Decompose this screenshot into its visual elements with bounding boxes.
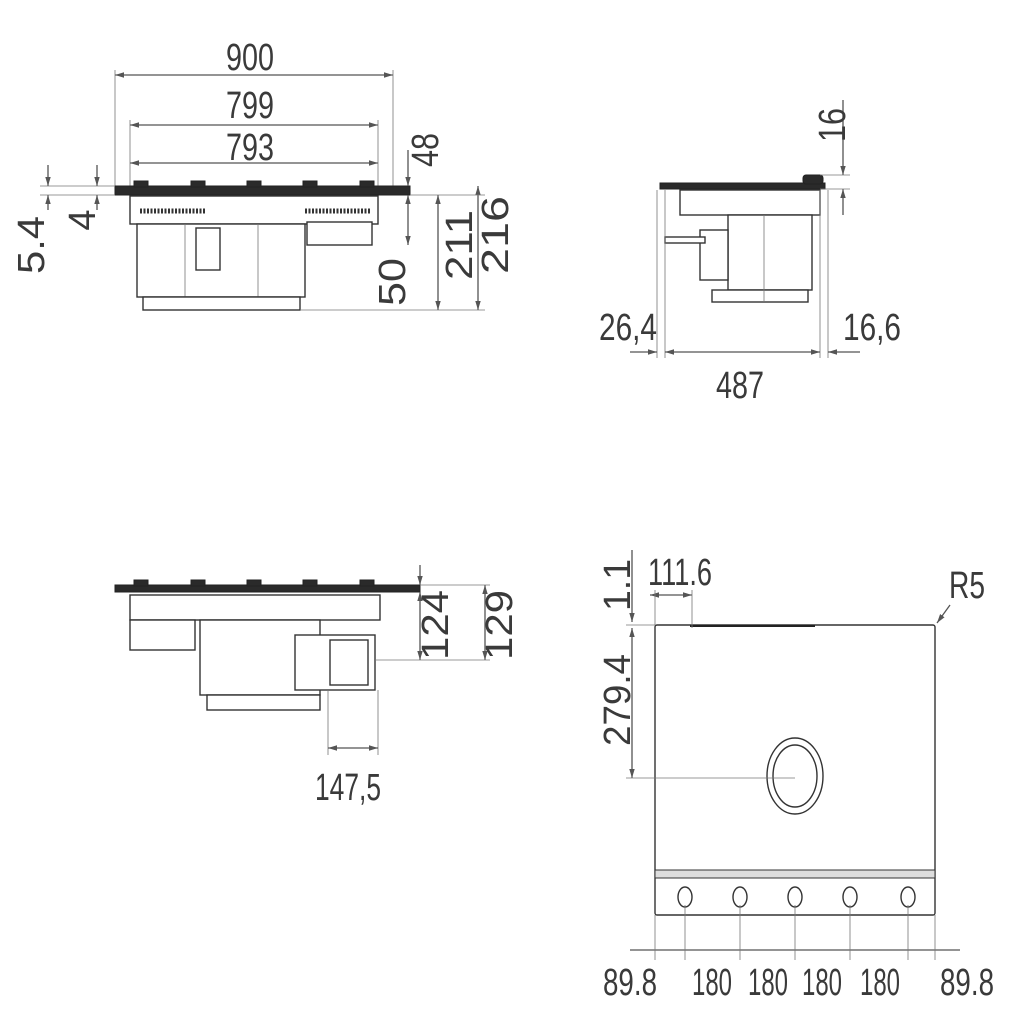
dim-bottom-1: 180	[692, 962, 732, 1004]
rear-view: 124 129 147,5	[114, 565, 521, 809]
dim-bottom-3: 180	[802, 962, 842, 1004]
dim-bottom-5: 89.8	[940, 962, 994, 1004]
dim-48: 48	[405, 133, 447, 167]
dim-bottom-2: 180	[748, 962, 788, 1004]
front-view: 900 799 793 48 5.4 4 50 211 216	[11, 37, 517, 311]
dim-900: 900	[226, 37, 274, 79]
knobs-front	[133, 180, 375, 188]
dim-279-4: 279.4	[597, 654, 639, 746]
dim-16-6: 16,6	[843, 307, 901, 349]
top-view: 1.1 111.6 R5 279.4 89.8 180 180 180 180 …	[597, 550, 994, 1004]
dim-124: 124	[415, 590, 457, 660]
dim-4: 4	[62, 209, 104, 230]
dim-1-1: 1.1	[597, 559, 639, 611]
dim-799: 799	[226, 85, 274, 127]
dim-16: 16	[812, 108, 854, 142]
dim-147-5: 147,5	[315, 767, 381, 809]
dim-487: 487	[716, 365, 764, 407]
side-view: 16 26,4 16,6 487	[599, 100, 901, 407]
dim-111-6: 111.6	[648, 552, 712, 594]
dim-211: 211	[439, 210, 481, 280]
dim-129: 129	[479, 590, 521, 660]
knobs-top	[677, 886, 916, 908]
dim-r5: R5	[949, 565, 985, 607]
dim-bottom-0: 89.8	[603, 962, 657, 1004]
bottom-dimension-line	[630, 905, 960, 960]
dim-bottom-4: 180	[860, 962, 900, 1004]
dim-216: 216	[475, 196, 517, 274]
dim-26-4: 26,4	[599, 307, 657, 349]
dim-5-4: 5.4	[11, 216, 53, 274]
dim-793: 793	[226, 127, 274, 169]
dim-50: 50	[372, 258, 414, 306]
